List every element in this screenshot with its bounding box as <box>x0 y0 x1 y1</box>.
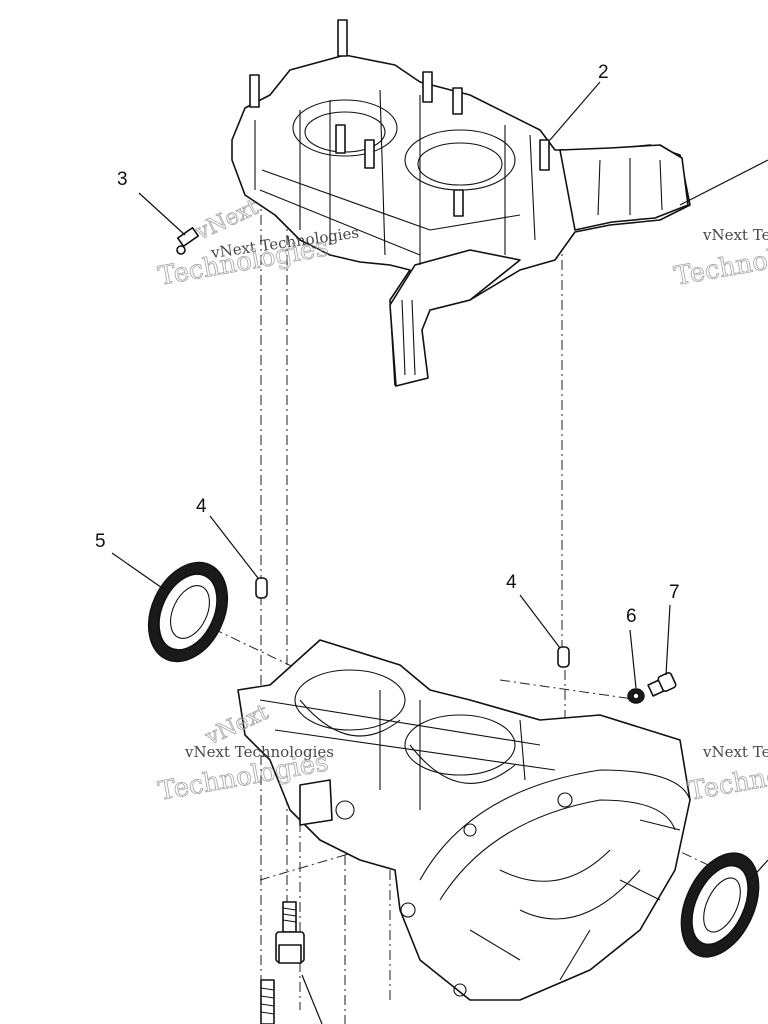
callout-2: 2 <box>598 62 609 83</box>
washer-part-6 <box>627 688 645 704</box>
crankcase-bolts <box>260 901 305 1024</box>
callout-7: 7 <box>669 582 680 603</box>
dowel-pins <box>255 577 570 668</box>
watermark-text-2: vNext Technologies <box>702 226 768 244</box>
stud-part-3 <box>176 226 200 255</box>
callout-6: 6 <box>626 606 637 627</box>
oil-seal-right <box>680 852 760 958</box>
callout-3: 3 <box>117 169 128 190</box>
callout-labels: 2 3 4 5 4 6 7 <box>95 62 680 627</box>
lower-crankcase <box>237 639 691 1001</box>
oil-seal-part-5 <box>147 561 229 663</box>
callout-4-left: 4 <box>196 496 207 517</box>
callout-4-right: 4 <box>506 572 517 593</box>
callout-5: 5 <box>95 531 106 552</box>
watermark-text-3: vNext Technologies <box>184 743 334 761</box>
watermark-text-4: vNext Technologies <box>702 743 768 761</box>
callout-leaders <box>111 81 768 1024</box>
plug-part-7 <box>647 671 677 697</box>
cylinder-studs <box>249 19 550 217</box>
upper-crankcase <box>176 19 691 387</box>
